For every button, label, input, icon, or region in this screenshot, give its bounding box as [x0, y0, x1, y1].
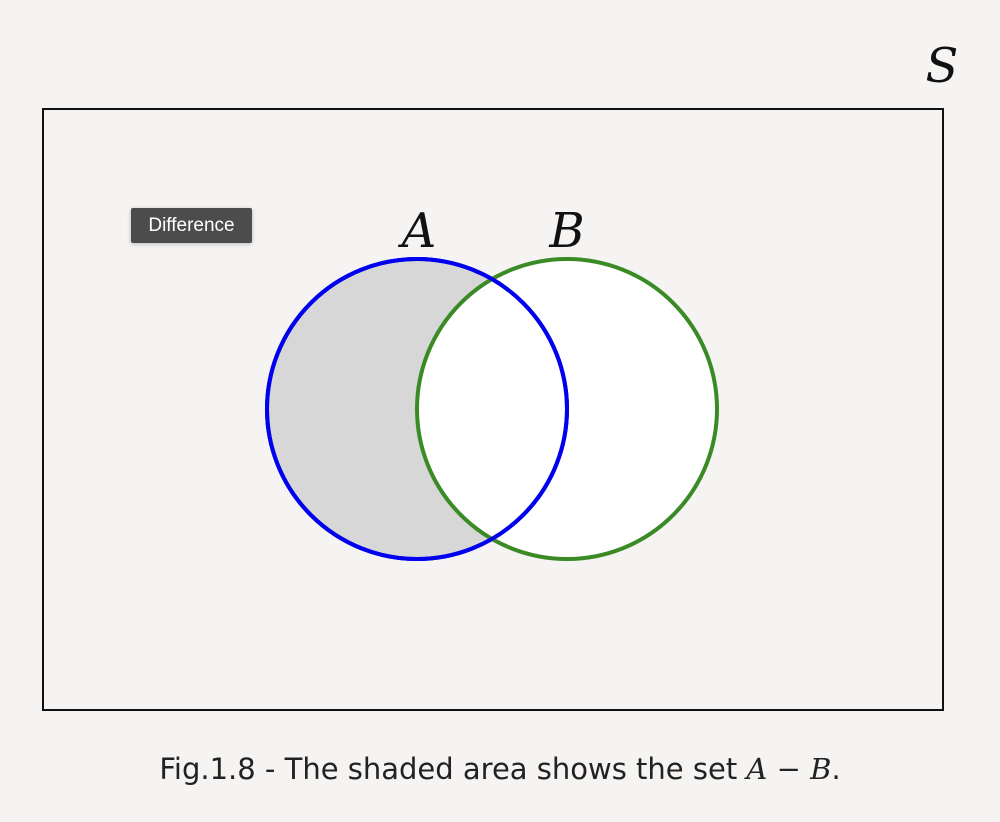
set-a-inner-arc: [265, 257, 569, 561]
set-b-label: B: [548, 203, 584, 259]
universe-label: S: [926, 38, 959, 94]
caption-operator: −: [767, 752, 810, 786]
set-b-circle: [415, 257, 719, 561]
caption-set-b: B: [810, 752, 832, 786]
caption-suffix: .: [831, 752, 841, 786]
caption-minus-sign: −: [776, 752, 801, 786]
difference-tooltip: Difference: [131, 208, 252, 243]
set-a-label: A: [398, 203, 437, 259]
caption-set-a: A: [746, 752, 768, 786]
figure-caption: Fig.1.8 - The shaded area shows the set …: [0, 752, 1000, 786]
caption-prefix: Fig.1.8 - The shaded area shows the set: [159, 752, 747, 786]
